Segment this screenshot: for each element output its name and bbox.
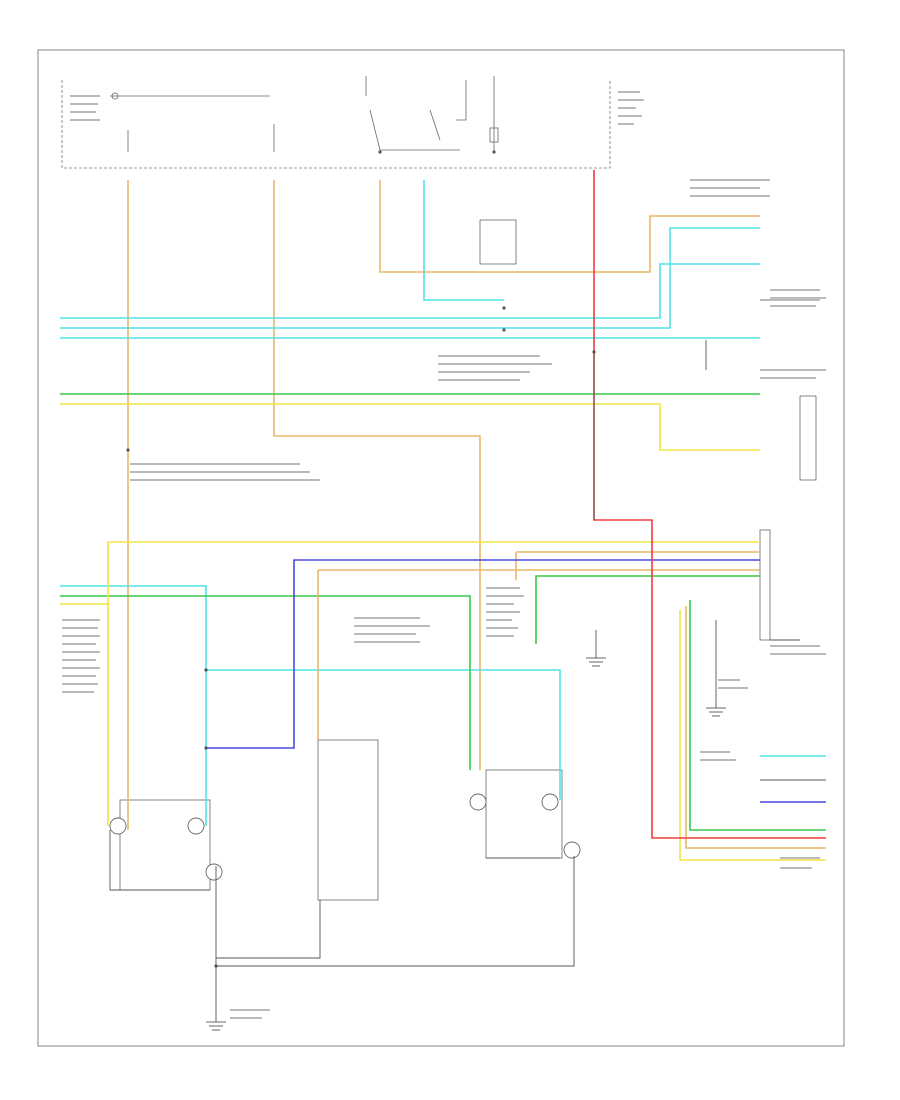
cyan-wire-8 (206, 669, 561, 800)
green-wire-12 (535, 575, 760, 644)
green-wire-13 (60, 595, 471, 770)
wire-harness (60, 170, 826, 1022)
ground-trailer (586, 657, 606, 667)
label-ticks (62, 91, 826, 1019)
trailer-module-block (759, 529, 771, 641)
diagram-border (37, 49, 845, 1047)
gray-wire-30 (109, 830, 210, 891)
fuse-block-enclosure (61, 80, 611, 169)
orange-wire-1 (273, 180, 481, 770)
ground-g400 (206, 1021, 226, 1031)
green-wire-14 (689, 600, 826, 831)
brake-switch-block (479, 219, 517, 265)
orange-wire-20 (685, 606, 826, 849)
fuse-block-internals (110, 76, 499, 152)
instrument-panel-block (799, 395, 817, 481)
yellow-wire-15 (60, 403, 760, 451)
left-tail-lamp (109, 817, 127, 835)
left-lamp-housing (119, 799, 211, 891)
left-stoplamp-module (317, 739, 379, 901)
ground-g300 (706, 707, 726, 717)
right-tail-lamp (469, 793, 487, 811)
right-lamp-housing (485, 769, 563, 859)
gray-wire-29 (216, 856, 575, 967)
right-license-lamp (563, 841, 581, 859)
left-stop-lamp (187, 817, 205, 835)
cyan-wire-4 (60, 263, 760, 319)
cyan-wire-5 (60, 227, 760, 329)
ground-symbols (206, 657, 726, 1031)
red-wire-26 (593, 170, 826, 839)
gray-wire-28 (216, 900, 321, 959)
left-license-lamp (205, 863, 223, 881)
lamp-sockets (109, 793, 581, 881)
orange-wire-2 (379, 180, 760, 273)
orange-wire-23 (515, 551, 760, 580)
cyan-wire-3 (423, 180, 504, 301)
yellow-wire-19 (679, 610, 826, 861)
right-stop-lamp (541, 793, 559, 811)
connector-dots (126, 150, 596, 968)
blue-wire-24 (206, 559, 760, 749)
